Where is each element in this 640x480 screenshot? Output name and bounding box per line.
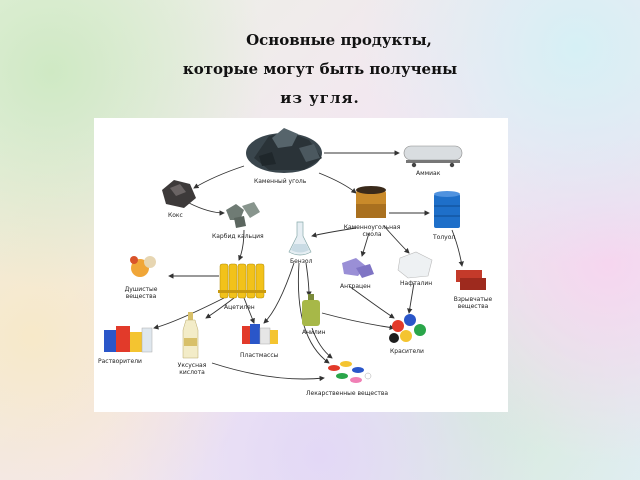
label-naphthalene: Нафталин: [400, 280, 433, 287]
diagram-graphics: [104, 128, 486, 383]
label-coke: Кокс: [168, 212, 183, 219]
label-acetylene: Ацетилен: [224, 304, 255, 311]
label-acetic-acid: Уксусная кислота: [177, 362, 207, 376]
arrow-aniline-dyes: [321, 312, 395, 331]
arrow-coke-carbide: [188, 202, 225, 216]
arrow-carbide-acetylene: [238, 229, 245, 261]
label-calcium-carbide: Карбид кальция: [212, 233, 264, 240]
aniline-bottle-image: [302, 294, 320, 326]
benzene-flask-image: [288, 221, 312, 256]
fragrances-image: [130, 256, 156, 277]
arrow-acetic-medicines: [211, 362, 325, 382]
arrow-tar-benzene: [311, 227, 357, 238]
label-medicines: Лекарственные вещества: [306, 390, 389, 397]
plastics-image: [242, 324, 278, 345]
arrow-benzene-plastics: [263, 262, 295, 324]
ammonia-tank-image: [403, 145, 463, 168]
label-aniline: Анилин: [302, 329, 326, 336]
naphthalene-image: [397, 251, 433, 279]
arrow-acetylene-acetic: [205, 297, 235, 319]
slide-title: Основные продукты, которые могут быть по…: [0, 26, 640, 113]
arrow-benzene-aniline: [305, 262, 312, 297]
coke-image: [162, 180, 196, 208]
arrow-coal-coke: [193, 165, 245, 189]
label-anthracene: Антрацен: [340, 283, 371, 290]
dyes-image: [389, 314, 426, 343]
arrow-aniline-medicines: [311, 327, 333, 359]
label-solvents: Растворители: [98, 358, 142, 365]
acetylene-cylinders-image: [218, 263, 266, 299]
label-plastics: Пластмассы: [240, 352, 279, 359]
arrow-acetylene-solvents: [153, 297, 225, 330]
medicines-image: [328, 361, 372, 383]
arrow-coal-tar: [318, 172, 357, 194]
label-explosives: Взрывчатые вещества: [453, 296, 493, 310]
label-toluene: Толуол: [433, 234, 456, 241]
acetic-acid-bottle-image: [182, 312, 199, 359]
arrow-anthracene-dyes: [348, 285, 395, 319]
arrow-toluene-explosives: [451, 229, 464, 267]
label-dyes: Красители: [390, 348, 424, 355]
solvents-image: [104, 326, 153, 353]
label-fragrances: Душистые вещества: [124, 286, 158, 300]
title-line-3: из угля.: [280, 89, 360, 107]
explosives-image: [456, 270, 486, 290]
arrow-naphthalene-dyes: [407, 282, 415, 314]
coal-tar-image: [356, 186, 386, 218]
title-line-1: Основные продукты,: [246, 31, 432, 49]
arrow-acetylene-plastics: [243, 297, 255, 324]
arrow-tar-anthracene: [360, 232, 370, 257]
calcium-carbide-image: [226, 202, 260, 228]
label-benzene: Бензол: [290, 258, 313, 265]
arrow-tar-naphthalene: [383, 225, 410, 254]
label-coal: Каменный уголь: [254, 178, 307, 185]
title-line-2: которые могут быть получены: [182, 60, 458, 78]
coal-products-diagram: Каменный уголь Аммиак Кокс Карбид кальци…: [94, 118, 508, 412]
label-ammonia: Аммиак: [416, 170, 441, 177]
anthracene-image: [342, 258, 374, 278]
toluene-drum-image: [434, 191, 460, 228]
label-coal-tar: Каменноугольная смола: [343, 224, 401, 238]
coal-image: [246, 128, 322, 173]
